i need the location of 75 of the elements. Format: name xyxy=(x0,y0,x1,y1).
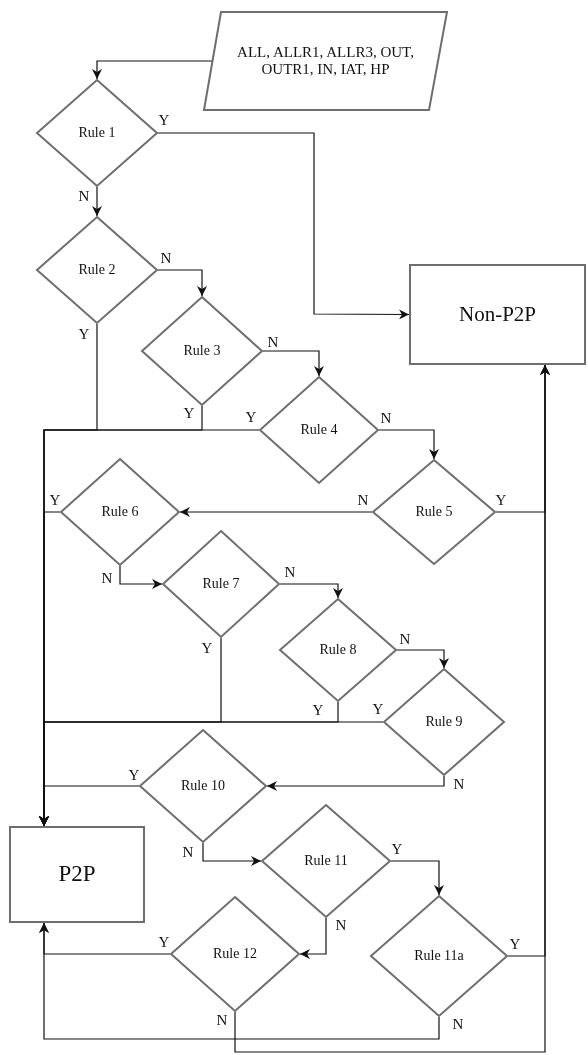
rule-label: Rule 9 xyxy=(425,713,463,731)
edge-label: Y xyxy=(508,936,522,952)
edge-label: N xyxy=(266,334,280,350)
edge-label: Y xyxy=(48,492,62,508)
decision-diamond xyxy=(372,459,496,565)
connector-arrow xyxy=(179,507,373,517)
connector-arrow xyxy=(266,775,445,791)
connector-arrow xyxy=(157,132,410,320)
rule-label: Rule 7 xyxy=(202,575,240,593)
terminal-box xyxy=(9,826,145,923)
edge-label: Y xyxy=(77,326,91,342)
decision-diamond xyxy=(36,216,158,324)
edge-label: N xyxy=(100,570,114,586)
rule-label: Rule 4 xyxy=(300,421,338,439)
rule-label: Rule 10 xyxy=(181,777,225,795)
edge-label: N xyxy=(356,492,370,508)
edge-label: Y xyxy=(311,702,325,718)
decision-diamond xyxy=(370,895,508,1017)
rule-label: Rule 5 xyxy=(415,503,453,521)
edge-label: N xyxy=(334,917,348,933)
connector-arrow xyxy=(202,842,262,866)
edge-label: Y xyxy=(494,492,508,508)
decision-diamond xyxy=(141,296,263,406)
edge-label: Y xyxy=(157,112,171,128)
edge-label: Y xyxy=(371,701,385,717)
decision-diamond xyxy=(139,729,267,843)
rule-label: Rule 3 xyxy=(183,342,221,360)
connector-arrow xyxy=(299,917,327,959)
decision-diamond xyxy=(259,376,379,484)
input-list-text: ALL, ALLR1, ALLR3, OUT, OUTR1, IN, IAT, HP xyxy=(236,43,415,79)
edge-label: Y xyxy=(127,767,141,783)
rule-label: Rule 6 xyxy=(101,503,139,521)
rule-label: Rule 11 xyxy=(304,852,348,870)
connector-arrow xyxy=(119,565,163,589)
rule-label: Rule 11a xyxy=(414,947,464,965)
connector-arrow xyxy=(279,583,343,599)
edge-label: N xyxy=(379,410,393,426)
connector-arrow xyxy=(378,429,439,460)
connector-arrow xyxy=(396,649,449,669)
edge-label: N xyxy=(451,1016,465,1032)
rule-label: Rule 1 xyxy=(78,124,116,142)
input-parallelogram xyxy=(203,11,448,111)
edge-label: N xyxy=(181,844,195,860)
edge-label: N xyxy=(159,250,173,266)
edge-label: Y xyxy=(390,841,404,857)
connector-arrow xyxy=(92,186,102,217)
connector-arrow xyxy=(262,350,324,377)
terminal-box xyxy=(409,264,586,365)
decision-diamond xyxy=(60,458,180,566)
decision-diamond xyxy=(162,530,280,638)
connector-arrow xyxy=(390,860,444,896)
edge-label: Y xyxy=(157,934,171,950)
connector-arrow xyxy=(92,60,213,80)
edge-label: N xyxy=(77,188,91,204)
connector-arrow xyxy=(157,269,207,297)
edge-label: N xyxy=(283,564,297,580)
outcome-label: P2P xyxy=(58,861,96,888)
connector-arrow xyxy=(39,922,171,955)
connector-arrow xyxy=(234,364,550,1053)
decision-diamond xyxy=(170,896,300,1012)
edge-label: N xyxy=(215,1012,229,1028)
rule-label: Rule 2 xyxy=(78,261,116,279)
rule-label: Rule 12 xyxy=(213,945,257,963)
edge-label: N xyxy=(452,776,466,792)
edge-label: N xyxy=(398,631,412,647)
rule-label: Rule 8 xyxy=(319,641,357,659)
decision-diamond xyxy=(36,79,158,187)
outcome-label: Non-P2P xyxy=(459,302,536,327)
edge-label: Y xyxy=(182,405,196,421)
connector-arrow xyxy=(39,785,140,827)
decision-diamond xyxy=(279,598,397,702)
decision-diamond xyxy=(261,804,391,918)
edge-label: Y xyxy=(200,640,214,656)
decision-diamond xyxy=(383,668,505,776)
edge-label: Y xyxy=(244,409,258,425)
